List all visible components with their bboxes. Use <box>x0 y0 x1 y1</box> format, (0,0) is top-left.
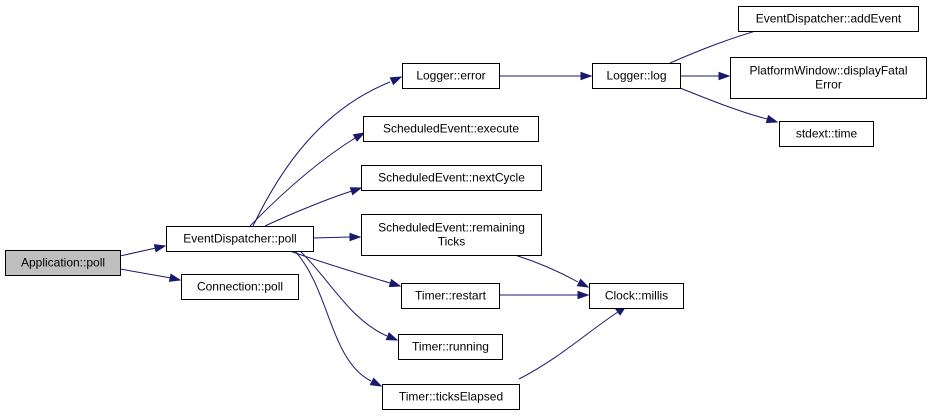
node-box <box>398 334 503 360</box>
edge-line <box>264 190 353 227</box>
node-label-line-1: ScheduledEvent::nextCycle <box>378 171 525 185</box>
node-box <box>361 214 542 256</box>
arrowhead <box>369 377 383 387</box>
node-label-line-1: Timer::restart <box>415 289 487 303</box>
arrowhead <box>389 76 403 86</box>
node-label-line-1: EventDispatcher::addEvent <box>756 12 902 26</box>
edge-application-poll-to-connection-poll <box>119 268 182 282</box>
arrowhead <box>718 71 731 81</box>
edge-eventdispatcher-poll-to-scheduledevent-execute <box>249 132 366 227</box>
node-scheduledevent-nextcycle[interactable]: ScheduledEvent::nextCycle <box>361 165 542 191</box>
edge-line <box>294 250 372 382</box>
edge-eventdispatcher-poll-to-timer-restart <box>289 250 402 288</box>
arrowhead <box>352 132 366 142</box>
node-stdext-time[interactable]: stdext::time <box>779 121 874 147</box>
node-label-line-1: Logger::error <box>416 69 485 83</box>
node-eventdispatcher-addevent[interactable]: EventDispatcher::addEvent <box>738 6 919 32</box>
node-label-line-1: Timer::ticksElapsed <box>399 390 503 404</box>
edges-layer <box>119 23 779 387</box>
edge-line <box>119 268 172 279</box>
edge-application-poll-to-eventdispatcher-poll <box>119 244 167 257</box>
edge-line <box>312 236 351 239</box>
edge-line <box>252 81 391 227</box>
edge-eventdispatcher-poll-to-scheduledevent-remainingticks <box>312 232 362 242</box>
node-box <box>589 283 684 309</box>
node-label-line-1: PlatformWindow::displayFatal <box>749 64 907 78</box>
edge-logger-log-to-stdext-time <box>679 87 779 124</box>
node-eventdispatcher-poll[interactable]: EventDispatcher::poll <box>166 226 314 252</box>
node-logger-error[interactable]: Logger::error <box>402 63 500 89</box>
edge-scheduledevent-remainingticks-to-clock-millis <box>514 254 590 288</box>
edge-eventdispatcher-poll-to-logger-error <box>252 76 403 227</box>
node-box <box>592 63 681 89</box>
arrowhead <box>388 278 402 288</box>
edge-logger-error-to-logger-log <box>499 71 593 81</box>
node-box <box>401 283 500 309</box>
node-label-line-1: Clock::millis <box>605 289 668 303</box>
node-timer-running[interactable]: Timer::running <box>398 334 503 360</box>
node-scheduledevent-execute[interactable]: ScheduledEvent::execute <box>363 116 539 142</box>
arrowhead <box>385 332 399 341</box>
node-timer-restart[interactable]: Timer::restart <box>401 283 500 309</box>
node-box <box>363 116 539 142</box>
edge-timer-tickselapsed-to-clock-millis <box>518 305 628 380</box>
node-logger-log[interactable]: Logger::log <box>592 63 681 89</box>
arrowhead <box>580 71 593 81</box>
edge-logger-log-to-platformwindow-displayfatalerror <box>680 71 731 81</box>
edge-line <box>289 250 391 284</box>
arrowhead <box>349 232 362 242</box>
node-box <box>5 250 121 276</box>
edge-eventdispatcher-poll-to-timer-running <box>299 250 399 341</box>
edge-line <box>514 254 579 283</box>
node-box <box>361 165 542 191</box>
edge-line <box>299 250 388 337</box>
arrowhead <box>765 114 779 124</box>
node-label-line-2: Ticks <box>438 235 466 249</box>
edge-timer-restart-to-clock-millis <box>499 290 590 300</box>
node-box <box>779 121 874 147</box>
arrowhead <box>153 244 167 253</box>
node-label-line-2: Error <box>815 78 842 92</box>
edge-line <box>119 247 157 257</box>
node-label-line-1: ScheduledEvent::execute <box>383 122 519 136</box>
arrowhead <box>576 278 590 288</box>
node-label-line-1: Application::poll <box>21 256 105 270</box>
node-box <box>181 274 299 300</box>
node-box <box>738 6 919 32</box>
node-label-line-1: stdext::time <box>796 127 858 141</box>
node-box <box>730 57 927 99</box>
node-box <box>382 384 520 410</box>
edge-line <box>518 311 619 380</box>
node-label-line-1: Connection::poll <box>197 280 283 294</box>
edge-eventdispatcher-poll-to-timer-tickselapsed <box>294 250 383 387</box>
arrowhead <box>168 273 182 282</box>
edge-eventdispatcher-poll-to-scheduledevent-nextcycle <box>264 187 363 227</box>
node-label-line-1: EventDispatcher::poll <box>183 232 296 246</box>
nodes-layer: Application::poll EventDispatcher::pollCo… <box>5 6 927 410</box>
node-label-line-1: Logger::log <box>606 69 666 83</box>
node-label-line-1: ScheduledEvent::remaining <box>378 221 525 235</box>
edge-line <box>249 137 356 227</box>
edge-line <box>679 87 768 120</box>
node-timer-tickselapsed[interactable]: Timer::ticksElapsed <box>382 384 520 410</box>
node-label-line-1: Timer::running <box>412 340 489 354</box>
arrowhead <box>577 290 590 300</box>
node-connection-poll[interactable]: Connection::poll <box>181 274 299 300</box>
arrowhead <box>349 187 363 196</box>
node-application-poll[interactable]: Application::poll <box>5 250 121 276</box>
node-box <box>402 63 500 89</box>
node-clock-millis[interactable]: Clock::millis <box>589 283 684 309</box>
node-box <box>166 226 314 252</box>
